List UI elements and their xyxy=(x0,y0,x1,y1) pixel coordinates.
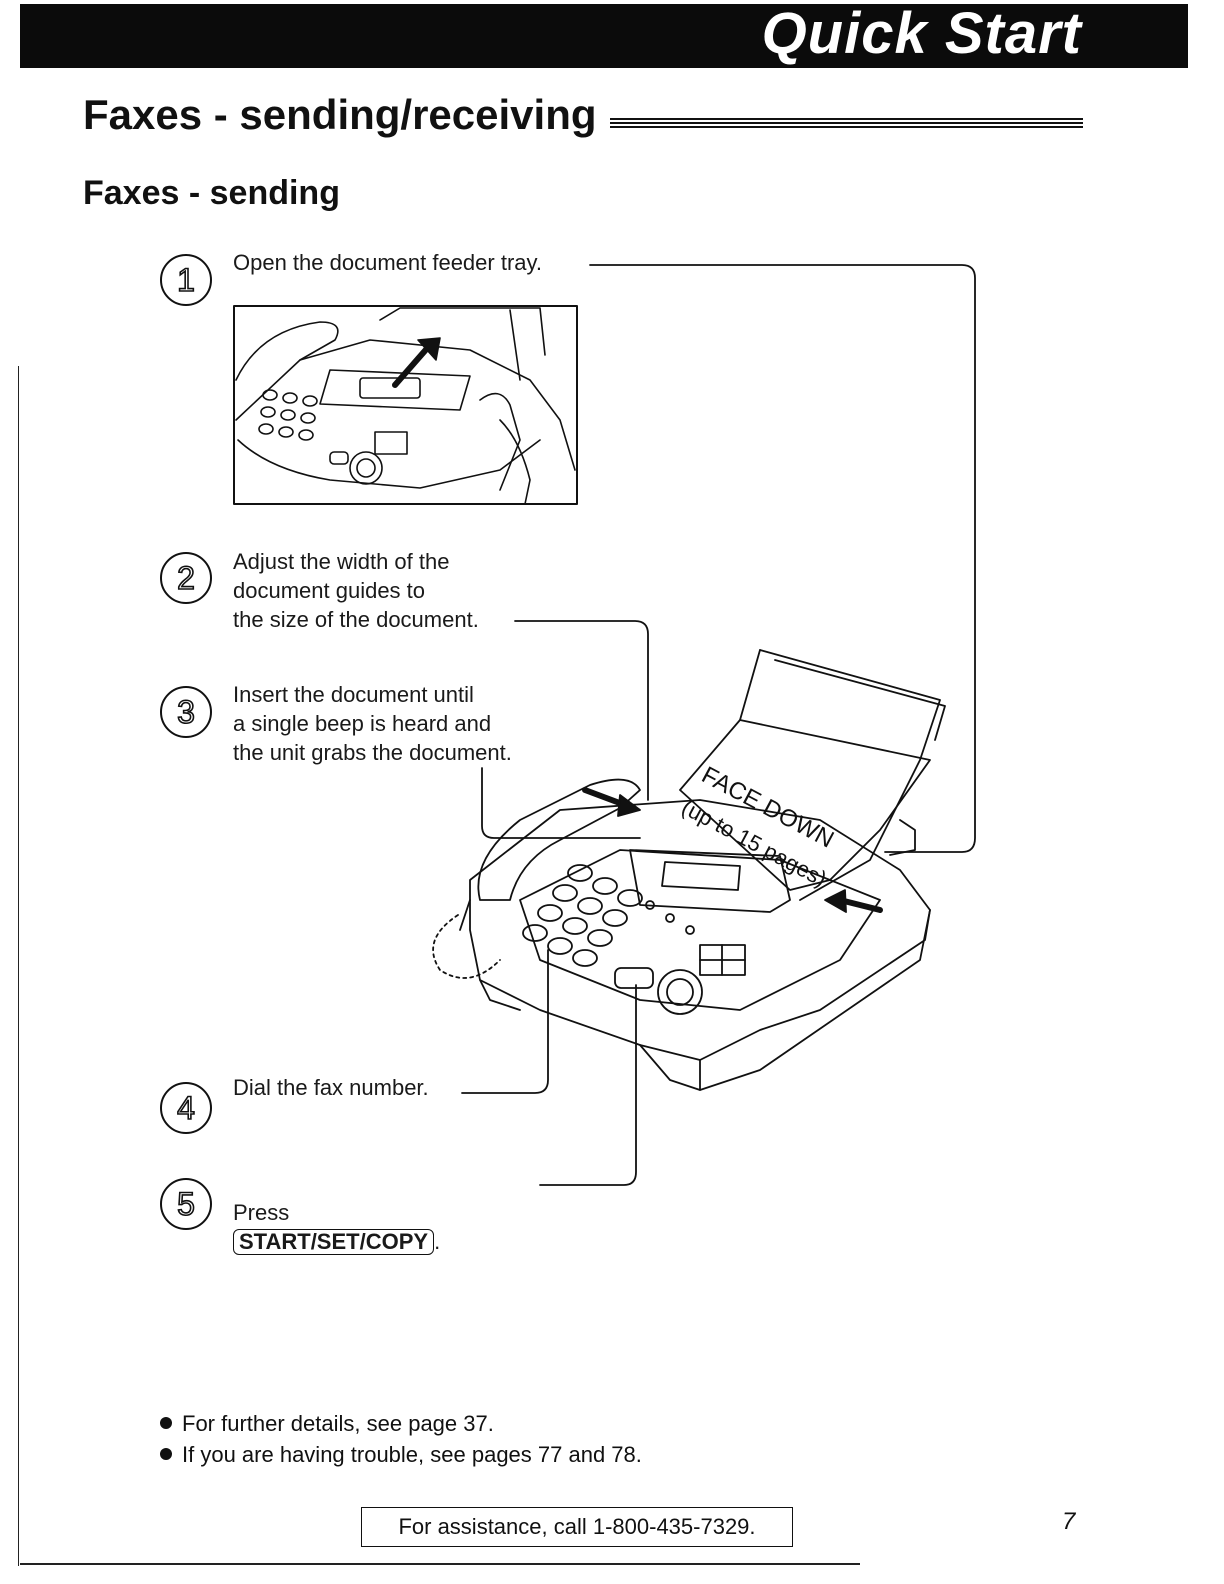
step-2-number: 2 xyxy=(160,552,212,604)
page-number: 7 xyxy=(1062,1508,1076,1535)
note-item: If you are having trouble, see pages 77 … xyxy=(160,1439,642,1470)
step-5-text: Press START/SET/COPY. xyxy=(233,1169,440,1256)
tray-inset-frame xyxy=(233,305,578,505)
step-2-text: Adjust the width of the document guides … xyxy=(233,549,479,632)
page-left-rule xyxy=(18,366,19,1566)
step-3-number: 3 xyxy=(160,686,212,738)
section-title: Faxes - sending/receiving xyxy=(83,91,597,138)
leader-lines xyxy=(461,264,976,1186)
step-5-suffix: . xyxy=(434,1229,441,1254)
bullet-icon xyxy=(160,1417,172,1429)
section-subtitle: Faxes - sending xyxy=(83,174,340,212)
step-5-number: 5 xyxy=(160,1178,212,1230)
quick-start-band: Quick Start xyxy=(20,4,1188,68)
start-set-copy-key: START/SET/COPY xyxy=(233,1229,435,1255)
title-double-rule xyxy=(610,118,1083,130)
step-1-text: Open the document feeder tray. xyxy=(233,250,542,275)
step-4-text: Dial the fax number. xyxy=(233,1075,429,1100)
tray-inset-drawing xyxy=(235,307,576,505)
band-title: Quick Start xyxy=(761,1,1082,66)
note-item: For further details, see page 37. xyxy=(160,1408,642,1439)
step-1-number: 1 xyxy=(160,254,212,306)
fax-machine-drawing xyxy=(432,649,946,1091)
step-5-prefix: Press xyxy=(233,1200,290,1225)
step-4-number: 4 xyxy=(160,1082,212,1134)
step-3-text: Insert the document until a single beep … xyxy=(233,682,512,765)
bullet-icon xyxy=(160,1448,172,1460)
notes-list: For further details, see page 37. If you… xyxy=(160,1408,642,1470)
bottom-rule xyxy=(20,1563,860,1565)
assistance-box: For assistance, call 1-800-435-7329. xyxy=(361,1507,793,1547)
